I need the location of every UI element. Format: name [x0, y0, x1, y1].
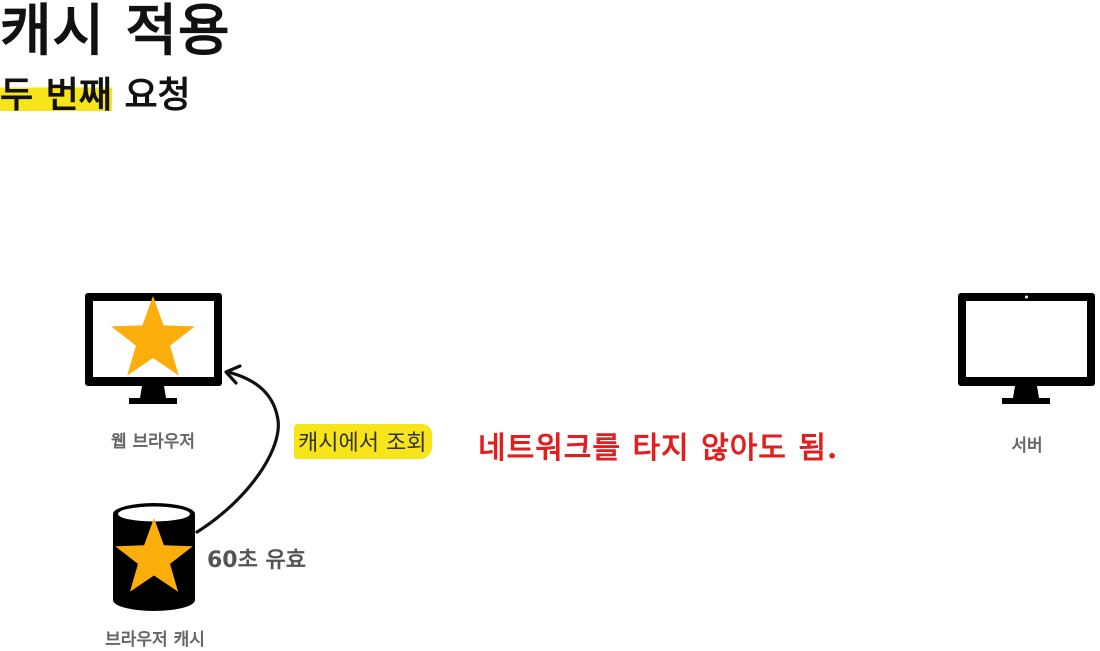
server-monitor-icon [958, 293, 1095, 404]
browser-label: 웹 브라우저 [110, 432, 196, 452]
lookup-arrowhead-icon [224, 364, 242, 385]
lookup-arrow [195, 370, 280, 534]
server-label: 서버 [1011, 436, 1043, 456]
page-title: 캐시 적용 [0, 0, 231, 64]
page-subtitle: 두 번째 요청 [0, 74, 191, 117]
network-notice: 네트워크를 타지 않아도 됨. [478, 431, 839, 466]
lookup-label: 캐시에서 조회 [294, 424, 433, 459]
cache-label: 브라우저 캐시 [105, 630, 205, 650]
browser-star-icon [111, 296, 195, 376]
subtitle-rest: 요청 [111, 75, 191, 116]
validity-label: 60초 유효 [207, 548, 306, 573]
cache-star-icon [115, 518, 193, 592]
subtitle-highlight: 두 번째 [0, 75, 112, 116]
